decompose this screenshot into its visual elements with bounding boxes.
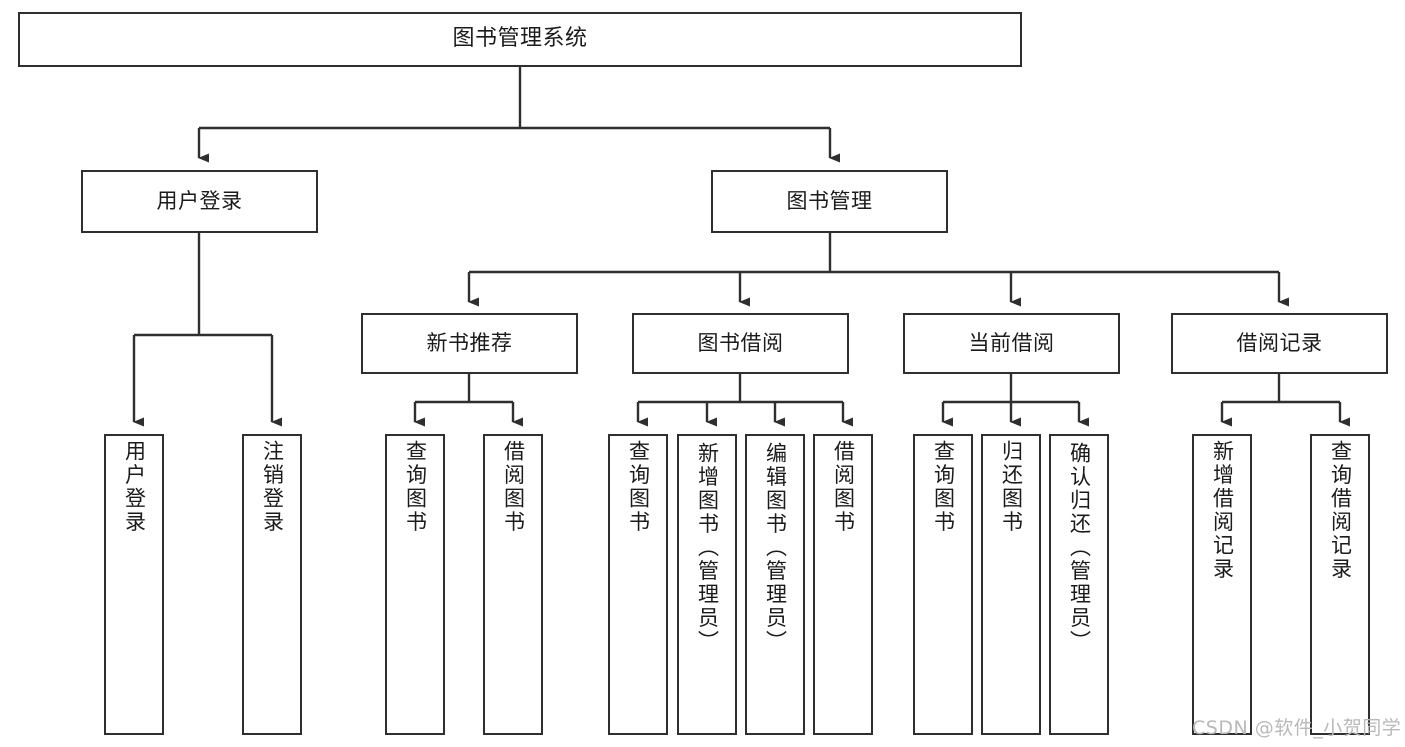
leaf-user-login-logout[interactable]: 注销登录 bbox=[242, 434, 302, 735]
leaf-new-book-query[interactable]: 查询图书 bbox=[385, 434, 445, 735]
node-user-login[interactable]: 用户登录 bbox=[81, 170, 318, 233]
node-book-borrow[interactable]: 图书借阅 bbox=[632, 313, 849, 374]
leaf-book-borrow-edit[interactable]: 编辑图书（管理员） bbox=[745, 434, 805, 735]
leaf-book-borrow-query[interactable]: 查询图书 bbox=[608, 434, 668, 735]
node-book-management[interactable]: 图书管理 bbox=[711, 170, 948, 233]
node-new-book-recommend[interactable]: 新书推荐 bbox=[361, 313, 578, 374]
node-label: 新书推荐 bbox=[426, 330, 513, 355]
leaf-new-book-borrow[interactable]: 借阅图书 bbox=[483, 434, 543, 735]
leaf-borrow-record-query[interactable]: 查询借阅记录 bbox=[1310, 434, 1370, 735]
node-label: 用户登录 bbox=[156, 188, 243, 213]
node-root-system[interactable]: 图书管理系统 bbox=[18, 12, 1022, 67]
node-label: 借阅图书 bbox=[501, 440, 526, 534]
leaf-book-borrow-lend[interactable]: 借阅图书 bbox=[813, 434, 873, 735]
node-label: 查询借阅记录 bbox=[1328, 440, 1353, 581]
leaf-current-borrow-confirm-return[interactable]: 确认归还（管理员） bbox=[1049, 434, 1109, 735]
node-label: 确认归还（管理员） bbox=[1067, 442, 1092, 654]
node-label: 图书管理系统 bbox=[452, 26, 588, 52]
leaf-borrow-record-add[interactable]: 新增借阅记录 bbox=[1192, 434, 1252, 735]
node-label: 新增图书（管理员） bbox=[695, 442, 720, 654]
leaf-current-borrow-query[interactable]: 查询图书 bbox=[913, 434, 973, 735]
node-label: 查询图书 bbox=[931, 440, 956, 534]
leaf-user-login-login[interactable]: 用户登录 bbox=[104, 434, 164, 735]
node-label: 图书借阅 bbox=[697, 330, 784, 355]
node-label: 借阅记录 bbox=[1236, 330, 1323, 355]
node-label: 借阅图书 bbox=[831, 440, 856, 534]
leaf-current-borrow-return[interactable]: 归还图书 bbox=[981, 434, 1041, 735]
node-label: 新增借阅记录 bbox=[1210, 440, 1235, 581]
node-label: 查询图书 bbox=[626, 440, 651, 534]
node-label: 归还图书 bbox=[999, 440, 1024, 534]
node-label: 当前借阅 bbox=[968, 330, 1055, 355]
node-current-borrow[interactable]: 当前借阅 bbox=[903, 313, 1120, 374]
node-borrow-record[interactable]: 借阅记录 bbox=[1171, 313, 1388, 374]
node-label: 注销登录 bbox=[260, 440, 285, 534]
leaf-book-borrow-add[interactable]: 新增图书（管理员） bbox=[677, 434, 737, 735]
watermark-text: CSDN @软件_小贺同学 bbox=[1192, 717, 1402, 739]
node-label: 图书管理 bbox=[786, 188, 873, 213]
node-label: 编辑图书（管理员） bbox=[763, 442, 788, 654]
node-label: 查询图书 bbox=[403, 440, 428, 534]
node-label: 用户登录 bbox=[122, 440, 147, 534]
